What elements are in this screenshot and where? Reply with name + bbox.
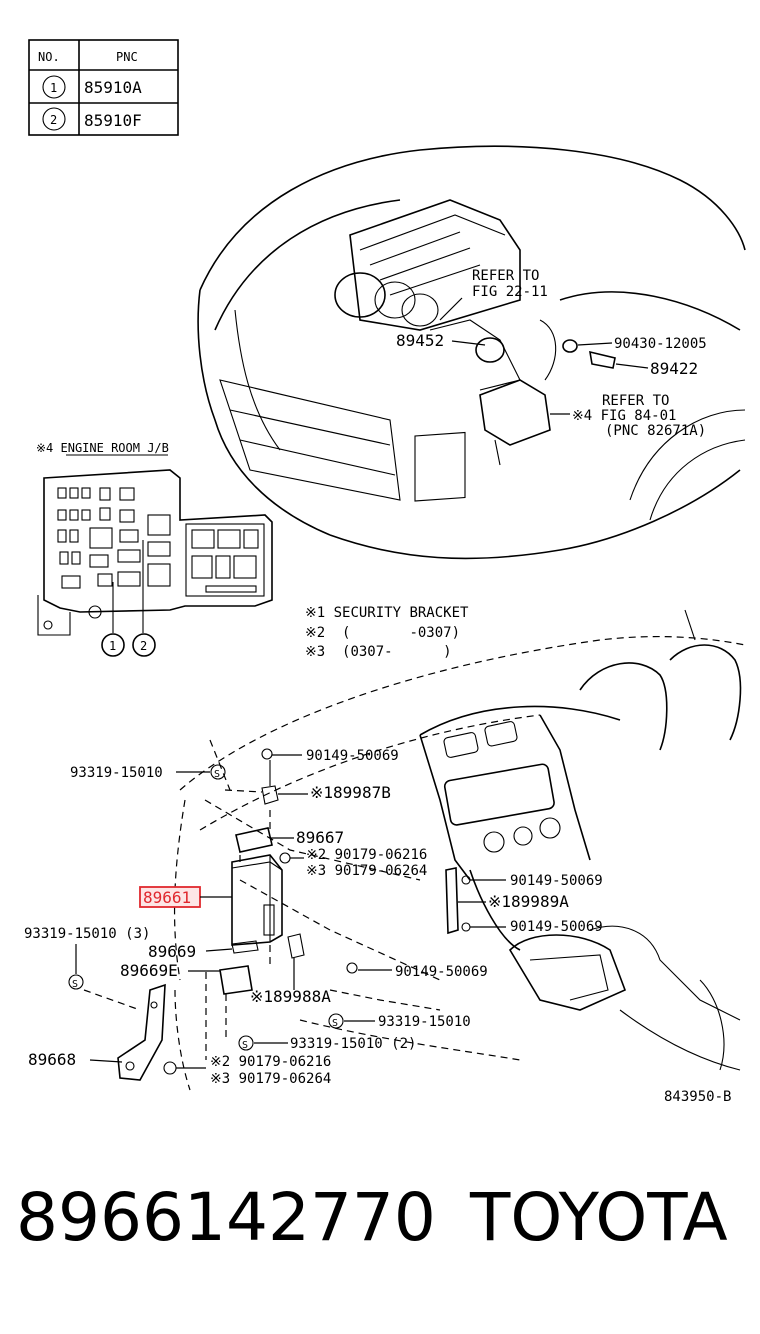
clip-s-icon: S: [242, 1040, 248, 1051]
part-label-90149-50069: 90149-50069: [395, 964, 488, 980]
jb-title: ※4 ENGINE ROOM J/B: [36, 441, 169, 455]
part-label-189987B: ※189987B: [310, 783, 391, 802]
table-row-no: 2: [50, 113, 57, 127]
part-label-90179-06216: ※2 90179-06216: [210, 1054, 331, 1070]
clip-s-icon: S: [332, 1018, 338, 1029]
refer-fig-84-line1: REFER TO: [602, 393, 669, 409]
refer-fig-84-line3: (PNC 82671A): [605, 423, 706, 439]
part-label-90179-06264: ※3 90179-06264: [306, 863, 427, 879]
drawing-number: 843950-B: [664, 1089, 731, 1105]
part-label-90179-06264: ※3 90179-06264: [210, 1071, 331, 1087]
dashboard-illustration: [173, 609, 746, 1091]
part-label-189989A: ※189989A: [488, 892, 569, 911]
table-header-no: NO.: [38, 50, 60, 64]
part-label-93319-15010-3: 93319-15010 (3): [24, 926, 150, 942]
table-header-pnc: PNC: [116, 50, 138, 64]
vehicle-front-illustration: [197, 145, 746, 560]
pnc-table: NO. PNC 1 85910A 2 85910F: [28, 39, 179, 136]
notes-block: ※1 SECURITY BRACKET ※2 ( -0307) ※3 (0307…: [305, 605, 469, 660]
refer-fig-84-line2: ※4 FIG 84-01: [572, 408, 676, 424]
part-label-89661[interactable]: 89661: [143, 888, 191, 907]
jb-callout-2: 2: [140, 639, 147, 653]
note-2: ※2 ( -0307): [305, 625, 460, 641]
refer-fig-22-label: REFER TO FIG 22-11: [472, 268, 548, 300]
part-label-89422: 89422: [650, 359, 698, 378]
table-row-no: 1: [50, 81, 57, 95]
part-label-90430-12005: 90430-12005: [614, 336, 707, 352]
part-label-89669: 89669: [148, 942, 196, 961]
part-label-90179-06216: ※2 90179-06216: [306, 847, 427, 863]
part-label-93319-15010: 93319-15010: [378, 1014, 471, 1030]
clip-s-icon: S: [214, 769, 220, 780]
part-labels: 93319-15010 90149-50069 ※189987B 89667 ※…: [24, 748, 731, 1105]
part-label-189988A: ※189988A: [250, 987, 331, 1006]
part-label-89667: 89667: [296, 828, 344, 847]
note-1: ※1 SECURITY BRACKET: [305, 605, 469, 621]
part-label-93319-15010-2: 93319-15010 (2): [290, 1036, 416, 1052]
part-label-89668: 89668: [28, 1050, 76, 1069]
footer-part-number: 8966142770: [16, 1179, 436, 1256]
part-label-89452: 89452: [396, 331, 444, 350]
table-row-pnc: 85910F: [84, 111, 142, 130]
jb-callout-1: 1: [109, 639, 116, 653]
footer-brand: TOYOTA: [470, 1179, 728, 1256]
refer-fig-22-line2: FIG 22-11: [472, 284, 548, 300]
table-row-pnc: 85910A: [84, 78, 142, 97]
ecu-components: S S S S: [68, 748, 471, 1081]
engine-room-jb-inset: ※4 ENGINE ROOM J/B: [36, 441, 273, 657]
part-label-93319-15010: 93319-15010: [70, 765, 163, 781]
note-3: ※3 (0307- ): [305, 644, 452, 660]
refer-fig-22-line1: REFER TO: [472, 268, 539, 284]
part-label-90149-50069: 90149-50069: [510, 873, 603, 889]
part-label-90149-50069: 90149-50069: [510, 919, 603, 935]
part-label-90149-50069: 90149-50069: [306, 748, 399, 764]
engine-room-labels: REFER TO FIG 22-11 89452 90430-12005 894…: [396, 268, 707, 439]
part-label-89669E: 89669E: [120, 961, 178, 980]
clip-s-icon: S: [72, 979, 78, 990]
